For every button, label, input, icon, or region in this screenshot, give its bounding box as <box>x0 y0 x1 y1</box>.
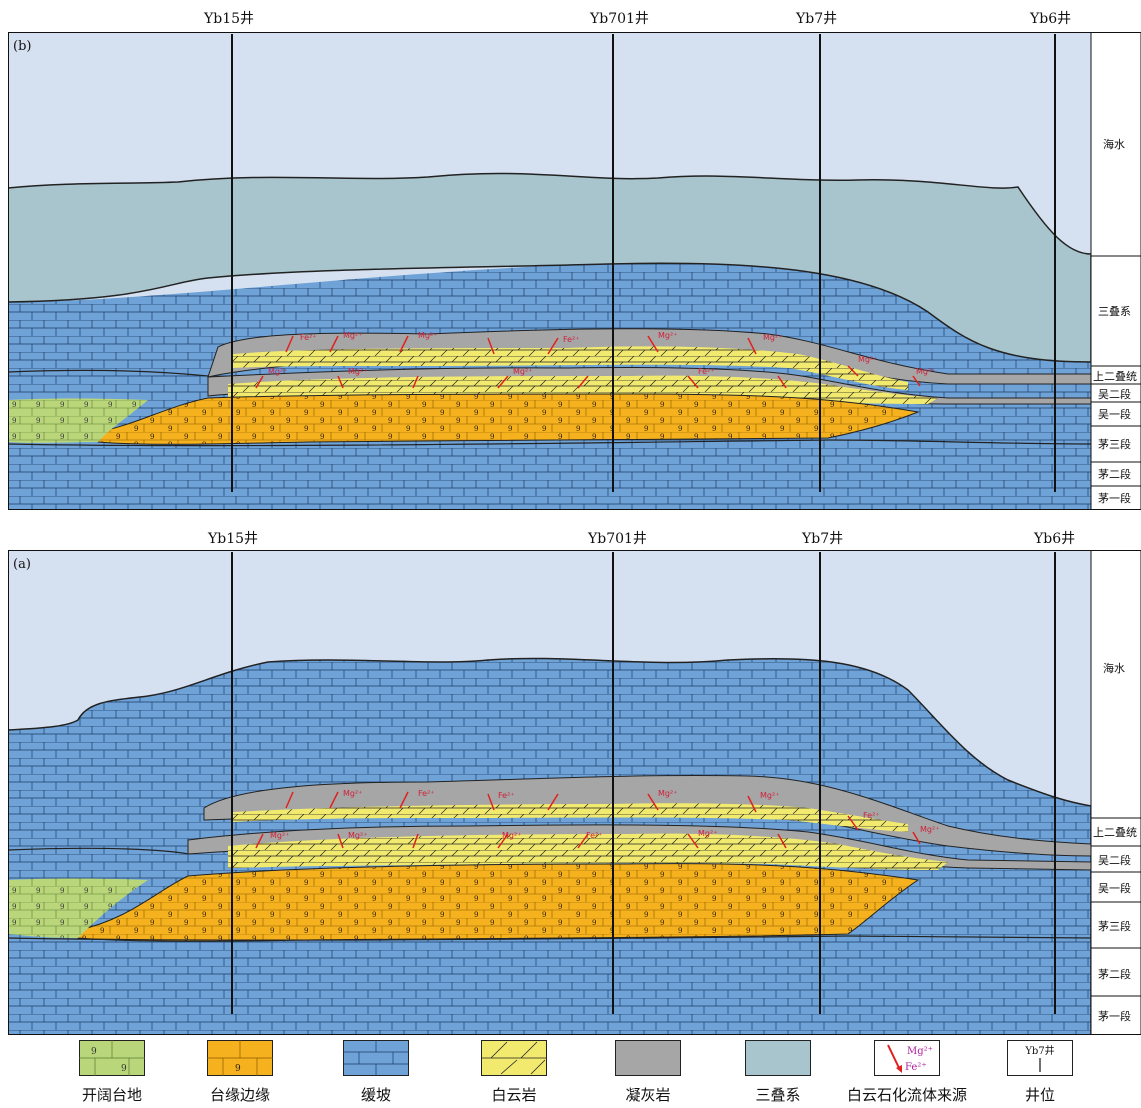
ramp-swatch-icon <box>343 1040 409 1076</box>
svg-text:Fe²⁺: Fe²⁺ <box>905 1062 927 1073</box>
fluid-arrow-icon: Mg²⁺ Fe²⁺ <box>874 1040 940 1076</box>
zone-mao3-a: 茅三段 <box>1098 919 1131 933</box>
dolomite-upper-band <box>233 346 908 390</box>
svg-text:Mg²⁺: Mg²⁺ <box>916 367 935 376</box>
well-label-yb7-a: Yb7井 <box>802 531 844 547</box>
legend-item-triassic: 三叠系 <box>738 1040 818 1105</box>
svg-text:9: 9 <box>121 1064 127 1074</box>
zone-mao2-a: 茅二段 <box>1098 967 1131 981</box>
dolomite-lower-band-a <box>228 833 948 870</box>
legend-label-open-platform: 开阔台地 <box>81 1086 142 1104</box>
open-platform-unit <box>8 398 148 443</box>
zone-wu2-a: 吴二段 <box>1098 853 1131 867</box>
legend-label-triassic: 三叠系 <box>755 1086 801 1104</box>
legend-item-dolomite: 白云岩 <box>474 1040 554 1105</box>
svg-text:Mg²⁺: Mg²⁺ <box>658 331 677 340</box>
svg-text:Yb7井: Yb7井 <box>1024 1044 1054 1057</box>
svg-text:9: 9 <box>235 1064 241 1074</box>
panel-tag-a: (a) <box>13 557 31 572</box>
tuff-swatch-icon <box>615 1040 681 1076</box>
svg-text:Fe²⁺: Fe²⁺ <box>586 831 603 840</box>
zone-wu2: 吴二段 <box>1098 387 1131 401</box>
platform-margin-swatch-icon: 9 <box>207 1040 273 1076</box>
legend-item-well: Yb7井 井位 <box>1000 1040 1080 1105</box>
well-label-yb701-a: Yb701井 <box>588 531 647 547</box>
legend-label-dolomite: 白云岩 <box>491 1086 537 1104</box>
svg-text:Mg²⁺: Mg²⁺ <box>348 831 367 840</box>
well-label-yb6-a: Yb6井 <box>1034 531 1076 547</box>
zone-mao3: 茅三段 <box>1098 437 1131 451</box>
svg-text:Mg²⁺: Mg²⁺ <box>348 367 367 376</box>
zone-column <box>1090 32 1141 510</box>
zone-mao1-a: 茅一段 <box>1098 1009 1131 1023</box>
svg-text:Fe²⁺: Fe²⁺ <box>698 367 715 376</box>
dolomitization-arrows <box>255 335 921 389</box>
svg-text:Mg²⁺: Mg²⁺ <box>418 331 437 340</box>
dolomite-upper-band-a <box>233 803 908 832</box>
legend-label-tuff: 凝灰岩 <box>625 1086 671 1104</box>
svg-text:Mg²⁺: Mg²⁺ <box>858 355 877 364</box>
legend-item-fluid-source: Mg²⁺ Fe²⁺ 白云石化流体来源 <box>842 1040 972 1105</box>
ion-labels-a: Mg²⁺ Fe²⁺ Fe²⁺ Mg²⁺ Mg²⁺ Fe²⁺ Mg²⁺ Mg²⁺ Mg²⁺… <box>270 789 939 840</box>
zone-wu1: 吴一段 <box>1098 407 1131 421</box>
open-platform-unit-a <box>8 878 148 938</box>
well-label-yb15-a: Yb15井 <box>208 531 259 547</box>
svg-text:9: 9 <box>91 1047 97 1057</box>
svg-text:Mg²⁺: Mg²⁺ <box>763 333 782 342</box>
well-marker-icon: Yb7井 <box>1007 1040 1073 1076</box>
zone-upper-permian: 上二叠统 <box>1093 370 1137 383</box>
svg-text:Mg²⁺: Mg²⁺ <box>760 791 779 800</box>
dolomite-swatch-icon <box>481 1040 547 1076</box>
well-label-yb7: Yb7井 <box>796 11 838 27</box>
triassic-swatch-icon <box>745 1040 811 1076</box>
legend-item-ramp: 缓坡 <box>336 1040 416 1105</box>
svg-text:Mg²⁺: Mg²⁺ <box>502 831 521 840</box>
svg-text:Mg²⁺: Mg²⁺ <box>907 1046 933 1057</box>
platform-margin-unit <box>97 393 920 445</box>
legend-item-platform-margin: 9 台缘边缘 <box>200 1040 280 1105</box>
svg-text:Mg²⁺: Mg²⁺ <box>268 367 287 376</box>
zone-upper-permian-a: 上二叠统 <box>1093 826 1137 839</box>
svg-text:Mg²⁺: Mg²⁺ <box>513 367 532 376</box>
svg-text:Mg²⁺: Mg²⁺ <box>658 789 677 798</box>
zone-triassic: 三叠系 <box>1098 305 1131 318</box>
legend-label-platform-margin: 台缘边缘 <box>209 1086 270 1104</box>
legend-item-tuff: 凝灰岩 <box>608 1040 688 1105</box>
zone-wu1-a: 吴一段 <box>1098 881 1131 895</box>
legend-label-well: 井位 <box>1024 1086 1055 1104</box>
zone-seawater: 海水 <box>1103 137 1125 151</box>
svg-text:Mg²⁺: Mg²⁺ <box>343 331 362 340</box>
zone-mao2: 茅二段 <box>1098 467 1131 481</box>
zone-seawater-a: 海水 <box>1103 661 1125 675</box>
svg-text:Fe²⁺: Fe²⁺ <box>418 789 435 798</box>
svg-text:Fe²⁺: Fe²⁺ <box>863 811 880 820</box>
cross-section-panel-b: 9 9 9 Fe²⁺Mg²⁺ Mg²⁺Fe²⁺ Mg²⁺ <box>8 32 1141 510</box>
ion-labels: Fe²⁺ Mg²⁺ Mg²⁺ Fe²⁺ Mg²⁺ Mg²⁺ Mg²⁺ Mg²⁺ Mg²⁺… <box>268 331 935 376</box>
legend-label-ramp: 缓坡 <box>360 1086 391 1104</box>
svg-text:Mg²⁺: Mg²⁺ <box>270 831 289 840</box>
cross-section-panel-a: Mg²⁺ Fe²⁺ Fe²⁺ Mg²⁺ Mg²⁺ Fe²⁺ Mg²⁺ Mg²⁺ Mg²⁺… <box>8 550 1141 1035</box>
zone-column-a <box>1090 550 1141 1035</box>
svg-text:Fe²⁺: Fe²⁺ <box>563 335 580 344</box>
well-label-yb6: Yb6井 <box>1030 11 1072 27</box>
zone-mao1: 茅一段 <box>1098 491 1131 505</box>
svg-text:Mg²⁺: Mg²⁺ <box>698 829 717 838</box>
well-label-yb15: Yb15井 <box>204 11 255 27</box>
svg-text:Mg²⁺: Mg²⁺ <box>343 789 362 798</box>
svg-text:Fe²⁺: Fe²⁺ <box>498 791 515 800</box>
legend-label-fluid-source: 白云石化流体来源 <box>846 1086 967 1104</box>
dolomitization-arrows-a <box>255 791 921 849</box>
svg-text:Fe²⁺: Fe²⁺ <box>300 333 317 342</box>
platform-margin-unit-a <box>77 863 920 942</box>
svg-text:Mg²⁺: Mg²⁺ <box>920 825 939 834</box>
panel-tag-b: (b) <box>13 39 31 54</box>
well-label-yb701: Yb701井 <box>590 11 649 27</box>
open-platform-swatch-icon: 99 <box>79 1040 145 1076</box>
